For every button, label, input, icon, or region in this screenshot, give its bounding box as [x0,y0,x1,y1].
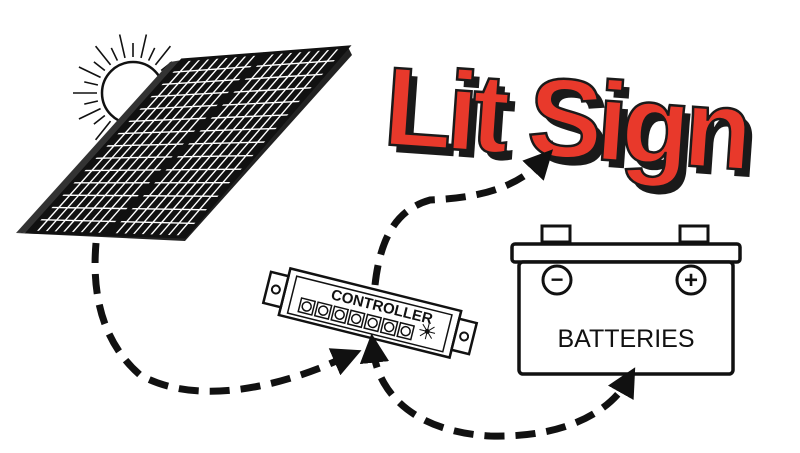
sun-ray [147,47,156,61]
sun-ray [94,45,112,66]
controller-terminal-screw [301,301,312,312]
battery-positive-symbol: + [684,267,698,294]
sun-ray [78,66,101,79]
sun-ray [110,47,119,61]
charge-controller-icon: CONTROLLER [261,266,479,360]
sun-ray [118,34,126,59]
battery-label: BATTERIES [557,325,694,353]
sun-ray [84,100,99,105]
flow-arrow-icon [91,242,362,395]
controller-terminal-screw [383,321,395,333]
sun-ray [140,34,148,59]
page-title: Lit Sign Lit Sign [379,42,757,201]
flow-arrow-icon [371,149,554,286]
controller-terminal-screw [317,305,329,316]
solar-panel-icon [16,45,352,241]
battery-icon: − + BATTERIES [510,224,742,376]
title-shadow: Lit Sign [387,51,757,201]
flow-arrow-icon [359,333,636,440]
sun-ray [78,107,101,120]
controller-terminal-screw [350,313,362,325]
sun-ray [84,81,99,86]
flow-arrows [91,149,636,440]
sun-ray [154,45,172,66]
sun-ray [93,61,106,72]
title-text: Lit Sign [380,44,750,194]
sun-ray [94,120,112,141]
battery-negative-symbol: − [551,267,564,292]
controller-terminal-screw [334,309,345,320]
controller-terminal-screw [367,317,378,329]
sun-ray [93,114,106,125]
